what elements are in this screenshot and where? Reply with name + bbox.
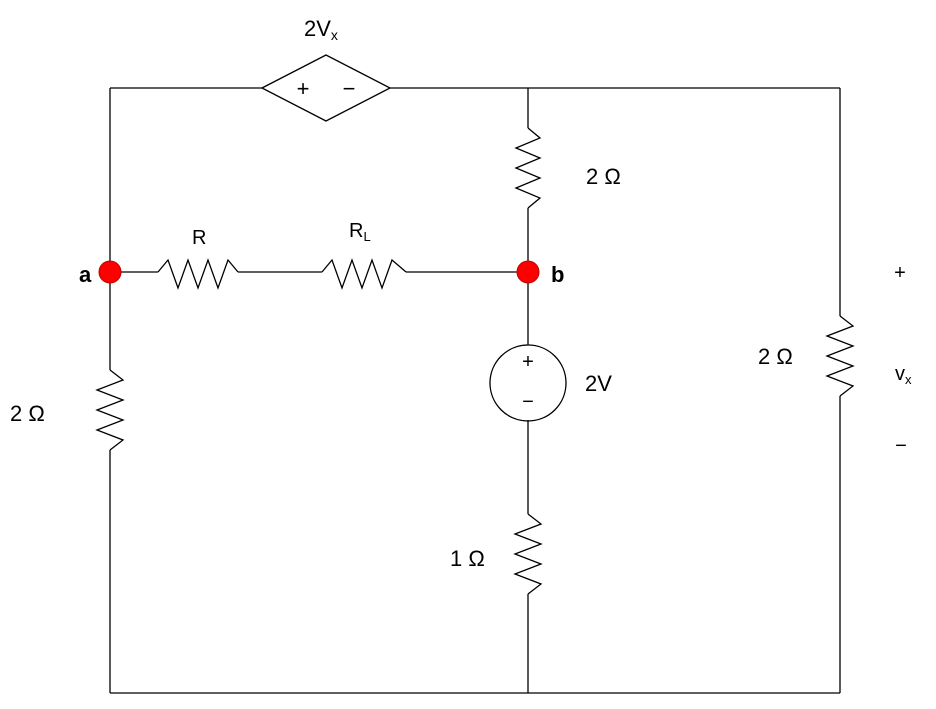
node-b-label: b [551,262,564,287]
node-b-dot [516,260,540,284]
res-RL-label: RL [349,220,371,244]
node-a-label: a [79,262,92,287]
res-R-label: R [192,227,206,249]
wires [109,87,841,694]
dependent-voltage-source: + − [260,54,392,122]
resistor-R [157,258,239,290]
resistor-RL [321,258,407,290]
source-minus: − [522,391,534,413]
resistor-top-right [514,127,542,209]
resistor-bottom [513,513,543,595]
res-left-label: 2 Ω [10,401,45,426]
vx-plus: + [894,262,906,284]
node-a-dot [98,260,122,284]
res-right-label: 2 Ω [758,344,793,369]
src-2v-label: 2V [585,371,612,396]
vx-label: vx [895,363,912,387]
source-plus: + [522,351,534,373]
diamond-shape [260,54,392,122]
dep-source-label: 2Vx [304,16,338,43]
source-circle [489,344,567,422]
dep-source-plus: + [297,76,310,101]
res-top-right-label: 2 Ω [586,164,621,189]
dep-source-minus: − [343,76,356,101]
res-bottom-label: 1 Ω [450,546,485,571]
resistor-right [825,315,855,397]
resistor-left [95,369,125,451]
voltage-source-2v: + − [489,344,567,422]
vx-minus: − [895,435,907,457]
